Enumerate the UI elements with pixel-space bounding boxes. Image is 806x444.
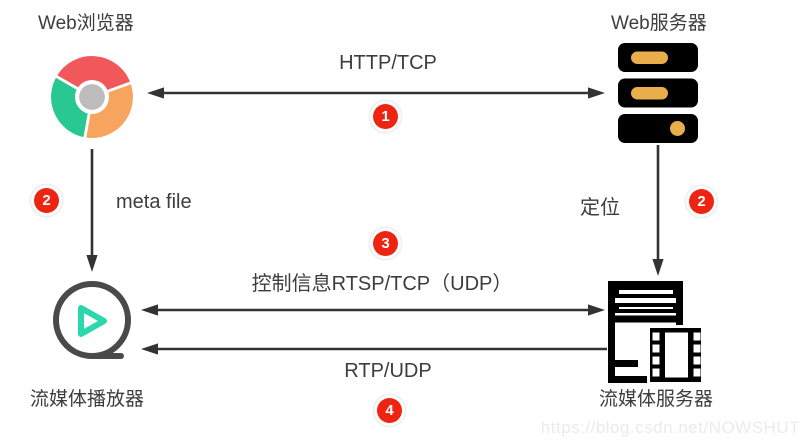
meta-file-arrow (86, 149, 98, 272)
step-badge-4: 4 (377, 398, 402, 423)
media-server-icon (608, 281, 704, 385)
watermark: https://blog.csdn.net/NOWSHUT (540, 418, 800, 437)
locate-arrow (652, 145, 664, 276)
http-arrow (147, 87, 605, 99)
step-badge-1: 1 (373, 104, 398, 129)
chrome-browser-icon (48, 53, 136, 141)
step-badge-2-right: 2 (689, 189, 714, 214)
node-label-media-server: 流媒体服务器 (599, 389, 714, 410)
media-player-icon (53, 281, 131, 359)
edge-label-rtsp: 控制信息RTSP/TCP（UDP） (251, 273, 513, 295)
edge-label-rtp: RTP/UDP (344, 360, 432, 382)
node-label-media-player: 流媒体播放器 (30, 389, 145, 410)
node-label-web-browser: Web浏览器 (38, 13, 134, 34)
edge-label-meta-file: meta file (116, 191, 192, 213)
node-label-web-server: Web服务器 (611, 13, 707, 34)
edge-label-http: HTTP/TCP (339, 52, 437, 74)
rtp-arrow (141, 343, 607, 355)
rtsp-arrow (141, 304, 605, 316)
edge-label-locate: 定位 (580, 197, 620, 219)
step-badge-3: 3 (373, 231, 398, 256)
step-badge-2-left: 2 (34, 188, 59, 213)
web-server-icon (618, 43, 698, 143)
